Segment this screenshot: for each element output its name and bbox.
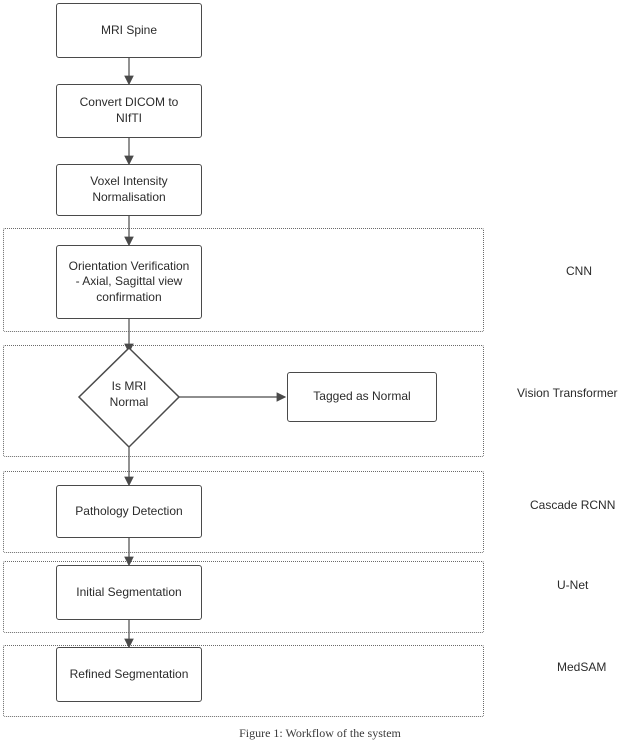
voxel-normalisation-box: Voxel Intensity Normalisation — [56, 164, 202, 216]
cascade-rcnn-label: Cascade RCNN — [530, 498, 616, 512]
convert-dicom-box: Convert DICOM to NIfTI — [56, 84, 202, 138]
vision-transformer-label: Vision Transformer — [517, 386, 618, 400]
refined-segmentation-box: Refined Segmentation — [56, 647, 202, 702]
pathology-detection-box: Pathology Detection — [56, 485, 202, 538]
cnn-label: CNN — [566, 264, 592, 278]
orientation-verification-box: Orientation Verification - Axial, Sagitt… — [56, 245, 202, 319]
medsam-stage-group — [3, 645, 484, 717]
figure-caption: Figure 1: Workflow of the system — [239, 726, 401, 740]
tagged-normal-box: Tagged as Normal — [287, 372, 437, 422]
mri-spine-box: MRI Spine — [56, 3, 202, 58]
unet-stage-group — [3, 561, 484, 633]
initial-segmentation-box: Initial Segmentation — [56, 565, 202, 620]
medsam-label: MedSAM — [557, 660, 607, 674]
cnn-stage-group — [3, 228, 484, 332]
vit-stage-group — [3, 345, 484, 457]
decision-label: Is MRI Normal — [109, 379, 149, 409]
cascade-stage-group — [3, 471, 484, 553]
decision-diamond — [77, 346, 181, 449]
unet-label: U-Net — [557, 578, 589, 592]
